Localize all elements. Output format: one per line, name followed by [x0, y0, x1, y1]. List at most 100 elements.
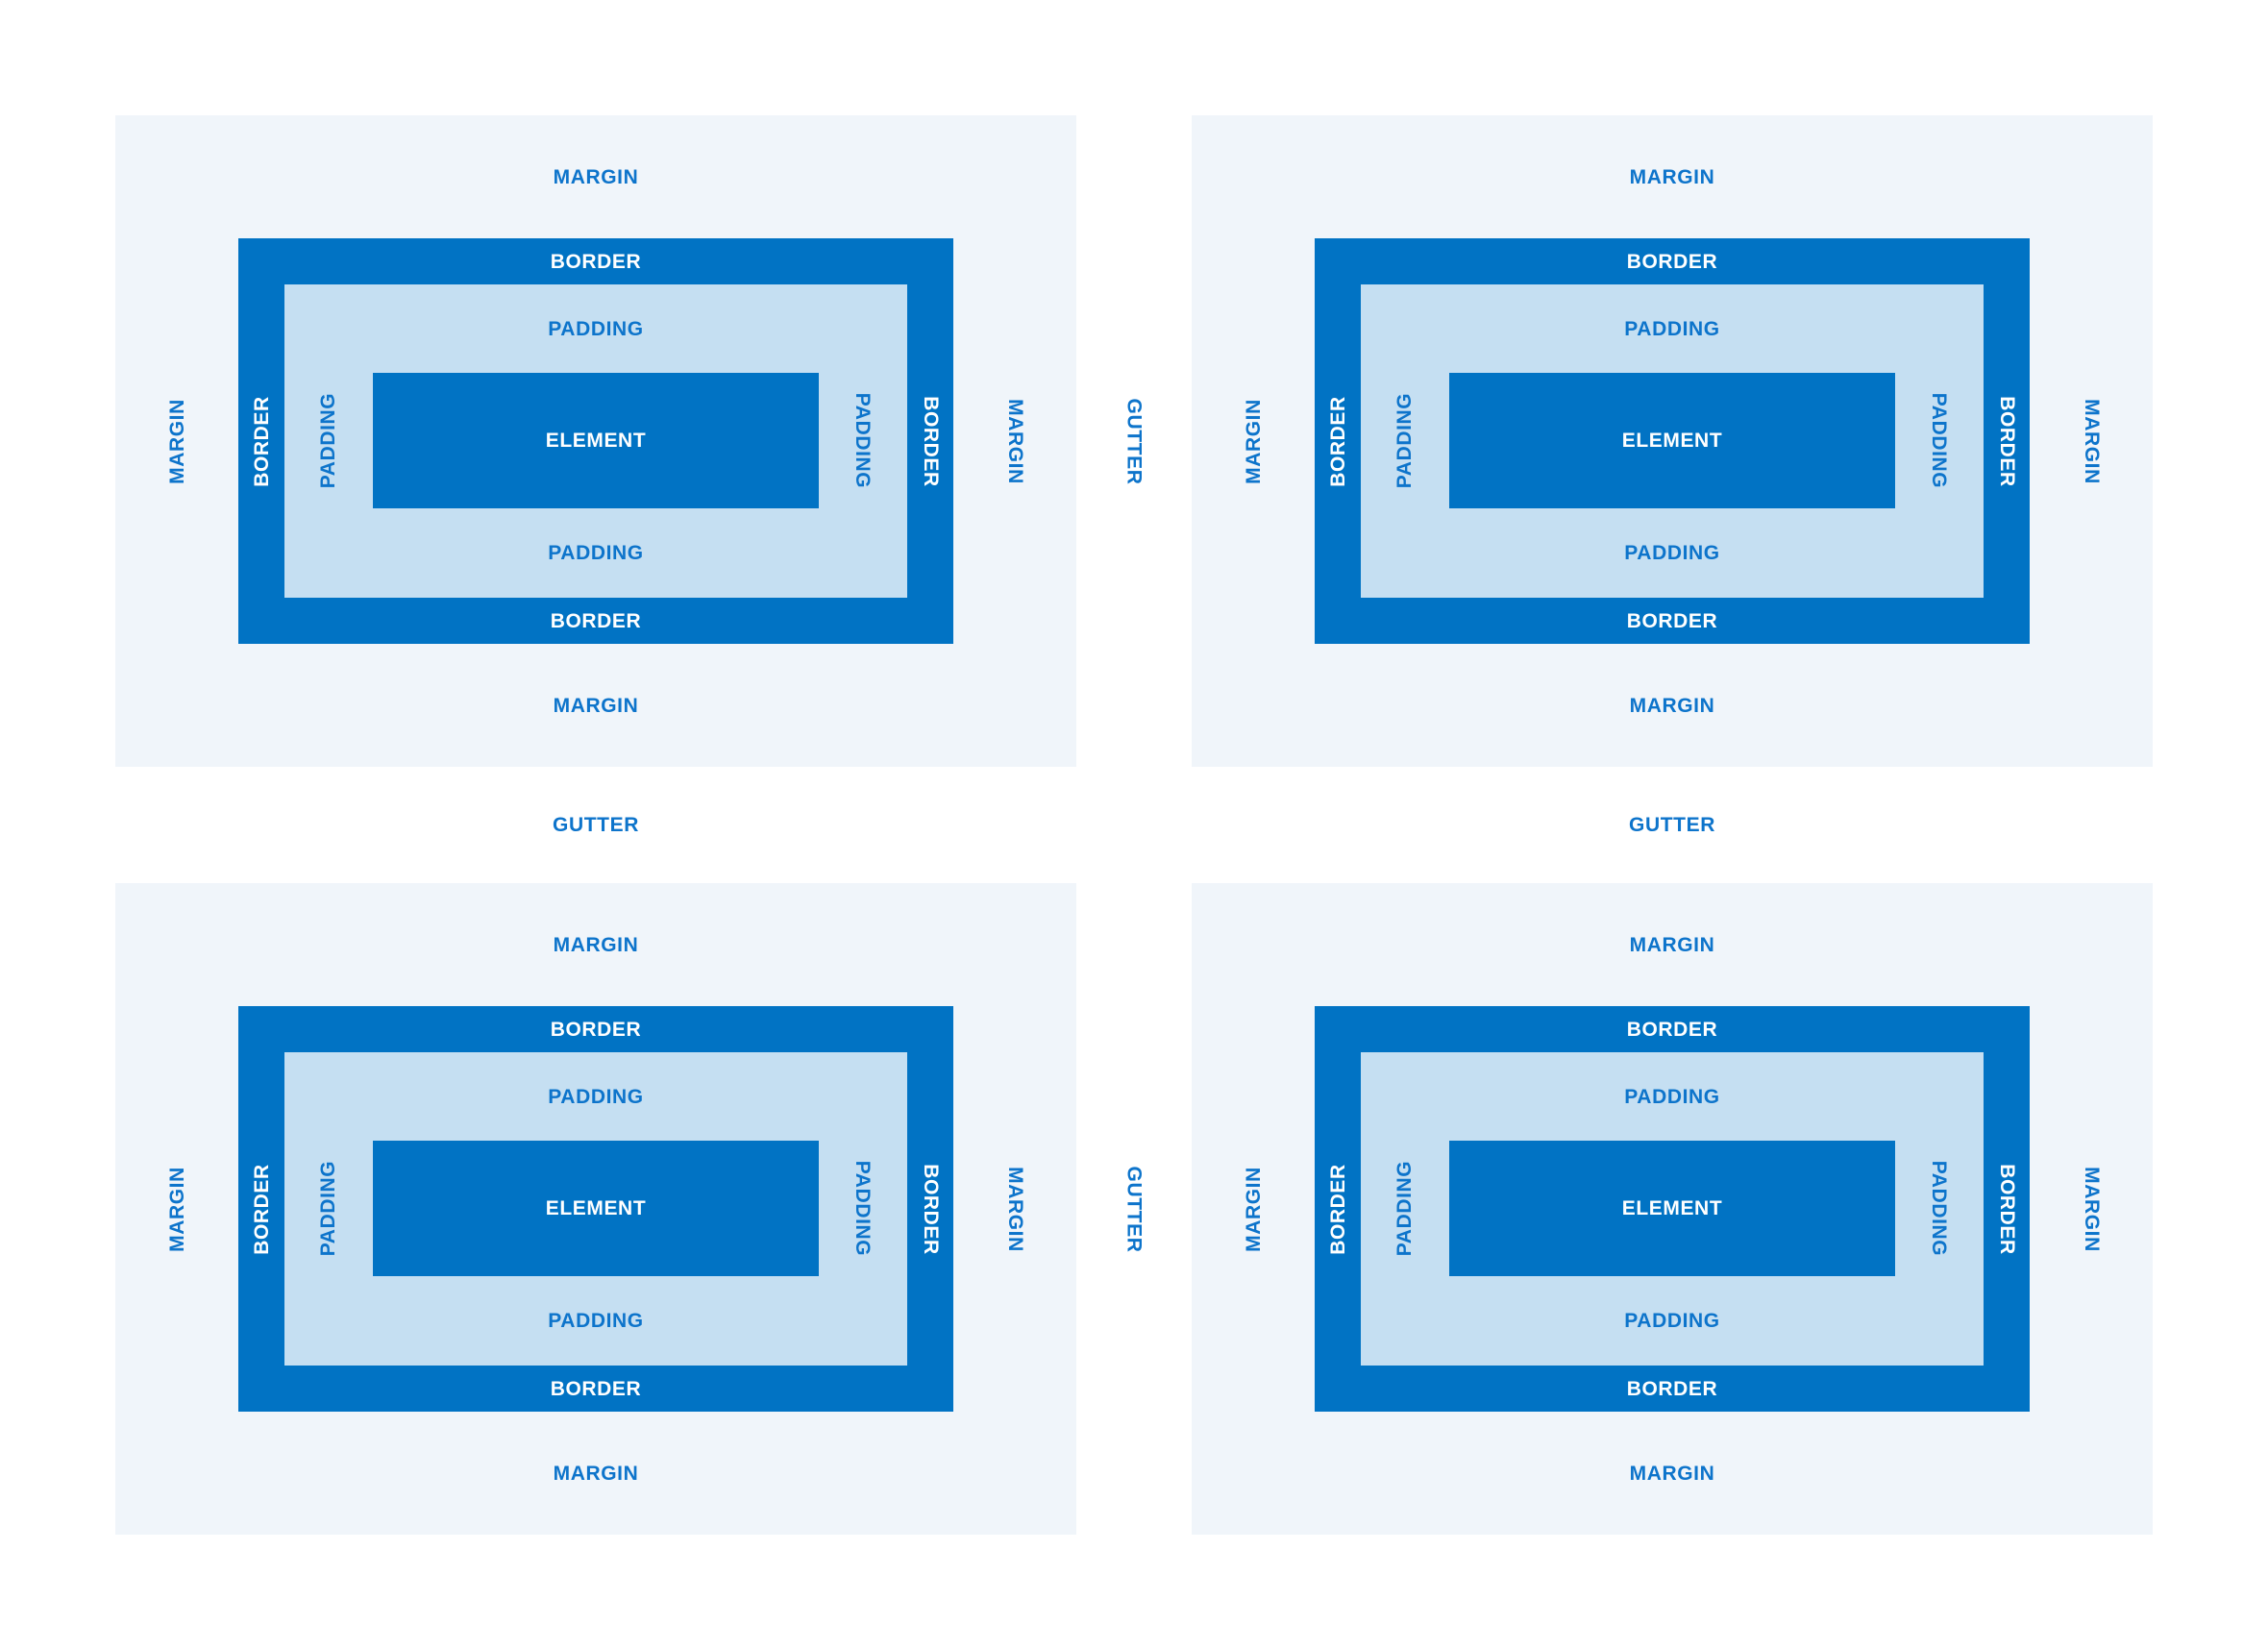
border-bottom-strip: BORDER [238, 1366, 953, 1412]
border-box: BORDER BORDER PADDING PADDING ELEMENT [1315, 238, 2030, 644]
padding-left-strip: PADDING [1361, 1141, 1449, 1276]
margin-top-strip: MARGIN [1192, 115, 2153, 238]
padding-box: PADDING PADDING ELEMENT PADDING [1361, 284, 1984, 598]
column-gutter-bottom: GUTTER [1076, 883, 1192, 1535]
border-label: BORDER [1995, 395, 2018, 487]
padding-label: PADDING [1624, 317, 1720, 340]
margin-label: MARGIN [1629, 1462, 1715, 1485]
margin-label: MARGIN [1629, 165, 1715, 188]
margin-right-strip: MARGIN [953, 1006, 1076, 1412]
padding-right-strip: PADDING [1895, 373, 1984, 508]
border-box: BORDER BORDER PADDING PADDING ELEMENT [238, 238, 953, 644]
margin-label: MARGIN [553, 165, 639, 188]
padding-bottom-strip: PADDING [1361, 1276, 1984, 1366]
padding-label: PADDING [1393, 1160, 1417, 1257]
border-box: BORDER BORDER PADDING PADDING ELEMENT [238, 1006, 953, 1412]
border-label: BORDER [919, 395, 942, 487]
padding-left-strip: PADDING [1361, 373, 1449, 508]
padding-right-strip: PADDING [819, 373, 907, 508]
margin-label: MARGIN [1242, 398, 1265, 484]
padding-middle-row: PADDING ELEMENT PADDING [284, 1141, 907, 1276]
padding-label: PADDING [1928, 1160, 1951, 1257]
border-label: BORDER [919, 1163, 942, 1255]
border-label: BORDER [250, 1163, 273, 1255]
padding-label: PADDING [548, 317, 644, 340]
padding-bottom-strip: PADDING [1361, 508, 1984, 598]
padding-top-strip: PADDING [284, 1052, 907, 1141]
margin-bottom-strip: MARGIN [115, 644, 1076, 767]
padding-top-strip: PADDING [1361, 1052, 1984, 1141]
padding-label: PADDING [1624, 1310, 1720, 1332]
border-label: BORDER [1626, 1018, 1718, 1041]
padding-box: PADDING PADDING ELEMENT PADDING [284, 284, 907, 598]
element-box: ELEMENT [1449, 1141, 1895, 1276]
border-left-strip: BORDER [1315, 284, 1361, 598]
gutter-label: GUTTER [1122, 398, 1146, 484]
border-right-strip: BORDER [1984, 284, 2030, 598]
border-label: BORDER [1626, 1377, 1718, 1400]
element-box: ELEMENT [373, 373, 819, 508]
panel-top-right: MARGIN MARGIN BORDER BORDER PADDING [1192, 115, 2153, 767]
margin-left-strip: MARGIN [115, 238, 238, 644]
padding-label: PADDING [548, 1310, 644, 1332]
margin-label: MARGIN [1629, 694, 1715, 717]
border-top-strip: BORDER [1315, 1006, 2030, 1052]
border-right-strip: BORDER [907, 1052, 953, 1366]
margin-left-strip: MARGIN [1192, 1006, 1315, 1412]
panel-bottom-left: MARGIN MARGIN BORDER BORDER PADDING [115, 883, 1076, 1535]
padding-label: PADDING [851, 392, 875, 489]
element-box: ELEMENT [1449, 373, 1895, 508]
row-gutter-right: GUTTER [1192, 767, 2153, 883]
margin-label: MARGIN [2080, 398, 2103, 484]
padding-middle-row: PADDING ELEMENT PADDING [1361, 1141, 1984, 1276]
border-bottom-strip: BORDER [1315, 598, 2030, 644]
padding-label: PADDING [1624, 542, 1720, 564]
margin-left-strip: MARGIN [115, 1006, 238, 1412]
panel-middle-row: MARGIN BORDER BORDER PADDING PADDING [115, 1006, 1076, 1412]
gutter-label: GUTTER [1122, 1166, 1146, 1252]
margin-bottom-strip: MARGIN [1192, 644, 2153, 767]
border-label: BORDER [550, 609, 642, 632]
panel-middle-row: MARGIN BORDER BORDER PADDING PADDING [115, 238, 1076, 644]
margin-right-strip: MARGIN [2030, 238, 2153, 644]
padding-label: PADDING [1928, 392, 1951, 489]
row-gutter-left: GUTTER [115, 767, 1076, 883]
padding-middle-row: PADDING ELEMENT PADDING [284, 373, 907, 508]
border-box: BORDER BORDER PADDING PADDING ELEMENT [1315, 1006, 2030, 1412]
padding-label: PADDING [548, 542, 644, 564]
padding-box: PADDING PADDING ELEMENT PADDING [1361, 1052, 1984, 1366]
margin-top-strip: MARGIN [1192, 883, 2153, 1006]
margin-top-strip: MARGIN [115, 115, 1076, 238]
padding-label: PADDING [1624, 1085, 1720, 1108]
padding-right-strip: PADDING [1895, 1141, 1984, 1276]
border-middle-row: BORDER PADDING PADDING ELEMENT [238, 1052, 953, 1366]
margin-left-strip: MARGIN [1192, 238, 1315, 644]
padding-label: PADDING [851, 1160, 875, 1257]
margin-label: MARGIN [1003, 1166, 1026, 1252]
border-label: BORDER [1995, 1163, 2018, 1255]
border-right-strip: BORDER [1984, 1052, 2030, 1366]
gutter-label: GUTTER [553, 814, 639, 836]
gutter-intersection [1076, 767, 1192, 883]
element-label: ELEMENT [1621, 430, 1723, 452]
border-left-strip: BORDER [238, 284, 284, 598]
column-gutter-top: GUTTER [1076, 115, 1192, 767]
padding-box: PADDING PADDING ELEMENT PADDING [284, 1052, 907, 1366]
border-top-strip: BORDER [1315, 238, 2030, 284]
margin-right-strip: MARGIN [2030, 1006, 2153, 1412]
margin-bottom-strip: MARGIN [115, 1412, 1076, 1535]
element-label: ELEMENT [545, 1197, 647, 1219]
margin-label: MARGIN [165, 398, 188, 484]
border-bottom-strip: BORDER [238, 598, 953, 644]
padding-left-strip: PADDING [284, 1141, 373, 1276]
border-label: BORDER [1326, 395, 1349, 487]
padding-label: PADDING [317, 1160, 340, 1257]
panel-middle-row: MARGIN BORDER BORDER PADDING PADDING [1192, 238, 2153, 644]
padding-top-strip: PADDING [284, 284, 907, 373]
border-label: BORDER [550, 1018, 642, 1041]
margin-label: MARGIN [553, 1462, 639, 1485]
border-top-strip: BORDER [238, 238, 953, 284]
border-label: BORDER [550, 1377, 642, 1400]
border-label: BORDER [550, 250, 642, 273]
